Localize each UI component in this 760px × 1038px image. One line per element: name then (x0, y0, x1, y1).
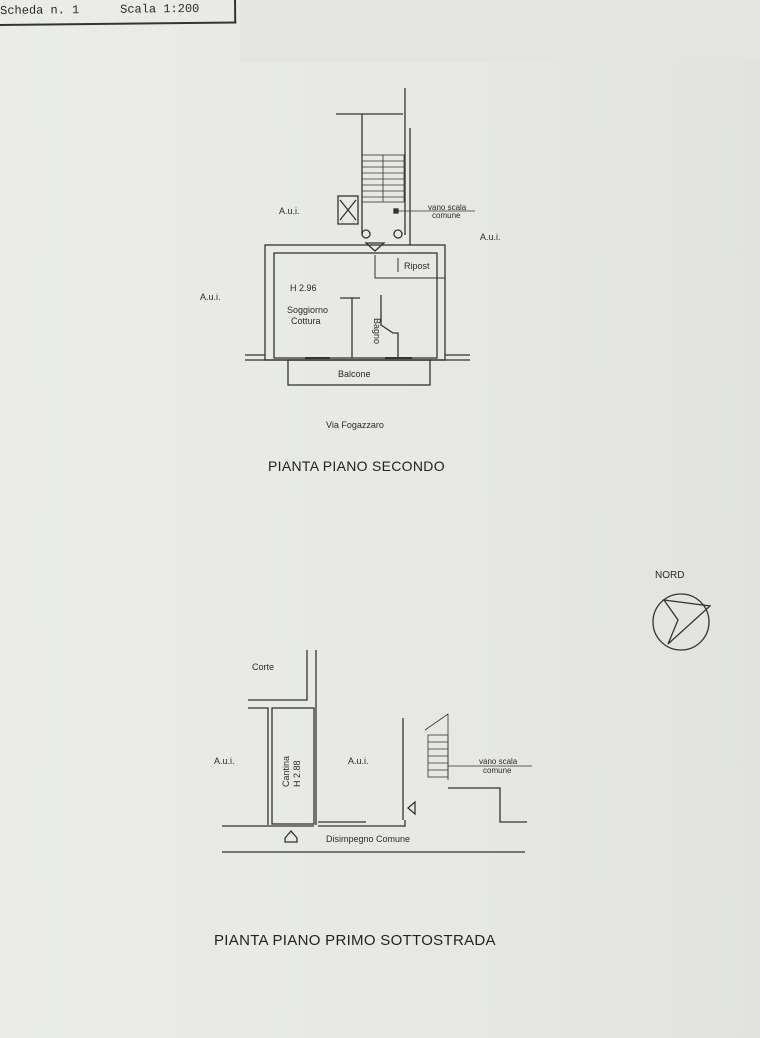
label-street: Via Fogazzaro (326, 420, 384, 430)
label-balcony: Balcone (338, 369, 371, 379)
bleed-through-area (240, 0, 760, 62)
label-stair: comune (432, 211, 461, 220)
compass-label: NORD (655, 570, 685, 581)
upper-plan-title: PIANTA PIANO SECONDO (268, 458, 445, 474)
balcony (287, 359, 431, 386)
label-cellar: Cantina (281, 756, 291, 787)
label-height: H 2.96 (290, 283, 317, 293)
label-court: Corte (252, 662, 274, 672)
lower-plan-title: PIANTA PIANO PRIMO SOTTOSTRADA (214, 932, 496, 949)
label-aui: A.u.i. (480, 232, 501, 242)
label-stair: comune (483, 766, 512, 775)
label-aui: A.u.i. (214, 756, 235, 766)
label-room: Cottura (291, 316, 321, 326)
entrance-arrow-icon (364, 242, 386, 252)
door-arrow-icon (393, 229, 403, 239)
label-bath: Bagno (372, 318, 382, 344)
entrance-arrow-icon (407, 800, 416, 816)
stairs (361, 154, 405, 203)
stairs (424, 713, 449, 780)
label-room: Soggiorno (287, 305, 328, 315)
upper-plan: A.u.i. A.u.i. A.u.i. vano scala comune H… (200, 88, 501, 430)
label-aui: A.u.i. (279, 206, 300, 216)
north-compass-icon (652, 593, 712, 651)
door-arrow-icon (361, 229, 371, 239)
label-aui: A.u.i. (348, 756, 369, 766)
entrance-arrow-icon (284, 830, 298, 843)
label-cellar-height: H 2.88 (292, 760, 302, 787)
lower-plan: Corte A.u.i. A.u.i. Cantina H 2.88 vano … (214, 650, 532, 853)
label-stair: vano scala (479, 757, 518, 766)
elevator (337, 195, 359, 225)
label-corridor: Disimpegno Comune (326, 834, 410, 844)
label-storage: Ripost (404, 261, 430, 271)
label-aui: A.u.i. (200, 292, 221, 302)
label-stair: vano scala (428, 203, 467, 212)
